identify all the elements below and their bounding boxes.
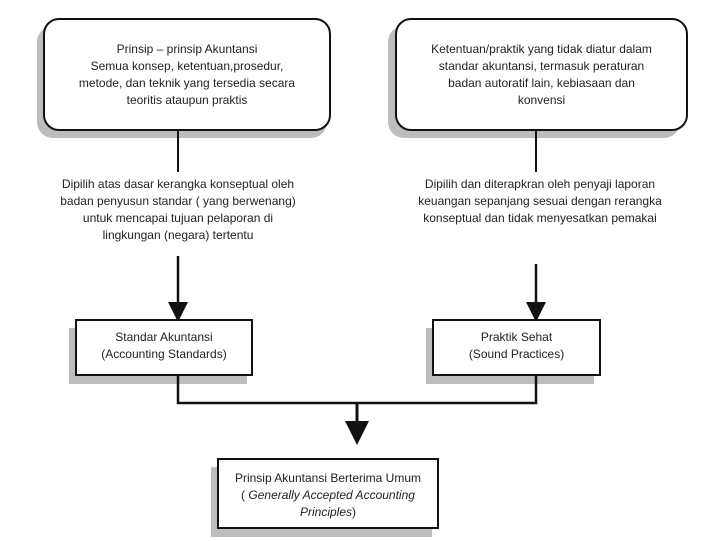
note-line: keuangan sepanjang sesuai dengan rerangk… bbox=[418, 194, 662, 208]
note-line: Dipilih dan diterapkran oleh penyaji lap… bbox=[424, 177, 656, 191]
accounting-standards-box: Standar Akuntansi (Accounting Standards) bbox=[75, 319, 253, 376]
note-line: Dipilih atas dasar kerangka konseptual o… bbox=[61, 177, 295, 191]
right-selection-note: Dipilih dan diterapkran oleh penyaji lap… bbox=[400, 176, 680, 227]
box-line: Ketentuan/praktik yang tidak diatur dala… bbox=[431, 41, 652, 56]
box-title: Prinsip – prinsip Akuntansi bbox=[116, 41, 258, 56]
box-line: Semua konsep, ketentuan,prosedur, bbox=[90, 58, 284, 73]
gaap-english: Generally Accepted Accounting Principles bbox=[248, 488, 415, 519]
box-line: standar akuntansi, termasuk peraturan bbox=[438, 58, 645, 73]
sound-practices-box: Praktik Sehat (Sound Practices) bbox=[432, 319, 601, 376]
note-line: badan penyusun standar ( yang berwenang) bbox=[60, 194, 296, 208]
box-title: Standar Akuntansi bbox=[115, 330, 213, 344]
box-line: teoritis ataupun praktis bbox=[126, 92, 248, 107]
box-title: Praktik Sehat bbox=[480, 330, 553, 344]
left-selection-note: Dipilih atas dasar kerangka konseptual o… bbox=[40, 176, 316, 244]
note-line: lingkungan (negara) tertentu bbox=[102, 228, 254, 242]
join-line bbox=[176, 375, 538, 405]
gaap-box: Prinsip Akuntansi Berterima Umum ( Gener… bbox=[217, 458, 439, 529]
paren-close: ) bbox=[352, 505, 357, 519]
unregulated-practices-box: Ketentuan/praktik yang tidak diatur dala… bbox=[395, 18, 688, 131]
box-title: Prinsip Akuntansi Berterima Umum bbox=[234, 471, 422, 485]
box-subtitle: (Sound Practices) bbox=[468, 347, 565, 361]
box-line: badan autoratif lain, kebiasaan dan bbox=[448, 75, 635, 90]
note-line: konseptual dan tidak menyesatkan pemakai bbox=[423, 211, 657, 225]
box-line: metode, dan teknik yang tersedia secara bbox=[78, 75, 296, 90]
accounting-principles-box: Prinsip – prinsip Akuntansi Semua konsep… bbox=[43, 18, 331, 131]
paren-open: ( bbox=[241, 488, 249, 502]
box-subtitle: ( Generally Accepted Accounting Principl… bbox=[219, 487, 437, 521]
box-subtitle: (Accounting Standards) bbox=[101, 347, 227, 361]
note-line: untuk mencapai tujuan pelaporan di bbox=[82, 211, 274, 225]
box-line: konvensi bbox=[517, 92, 566, 107]
